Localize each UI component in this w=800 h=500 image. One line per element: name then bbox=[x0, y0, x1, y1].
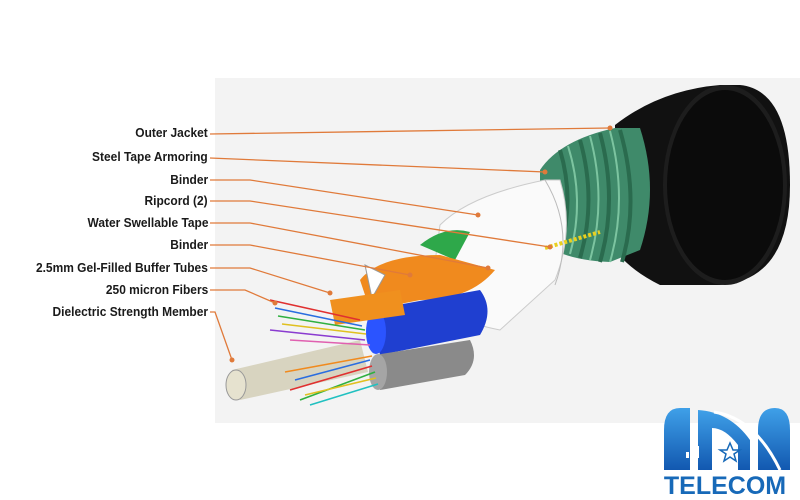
label-outer-jacket: Outer Jacket bbox=[135, 125, 208, 140]
label-fibers: 250 micron Fibers bbox=[105, 282, 208, 297]
logo-text: TELECOM bbox=[663, 472, 787, 500]
hn-telecom-logo bbox=[664, 408, 790, 471]
label-strength-member: Dielectric Strength Member bbox=[52, 304, 208, 319]
ripcord bbox=[544, 230, 601, 250]
label-buffer-tubes: 2.5mm Gel-Filled Buffer Tubes bbox=[36, 260, 208, 275]
binder-tape bbox=[420, 230, 470, 260]
outer-jacket bbox=[615, 85, 790, 285]
buffer-tubes bbox=[330, 290, 488, 390]
label-water-swellable-tape: Water Swellable Tape bbox=[87, 215, 208, 230]
steel-tape-armoring bbox=[540, 128, 650, 263]
label-binder-2: Binder bbox=[170, 237, 208, 252]
label-steel-tape-armoring: Steel Tape Armoring bbox=[92, 149, 208, 164]
label-binder: Binder bbox=[170, 172, 208, 187]
leader-lines bbox=[209, 127, 611, 361]
fibers bbox=[269, 299, 379, 406]
label-ripcord: Ripcord (2) bbox=[144, 193, 208, 208]
